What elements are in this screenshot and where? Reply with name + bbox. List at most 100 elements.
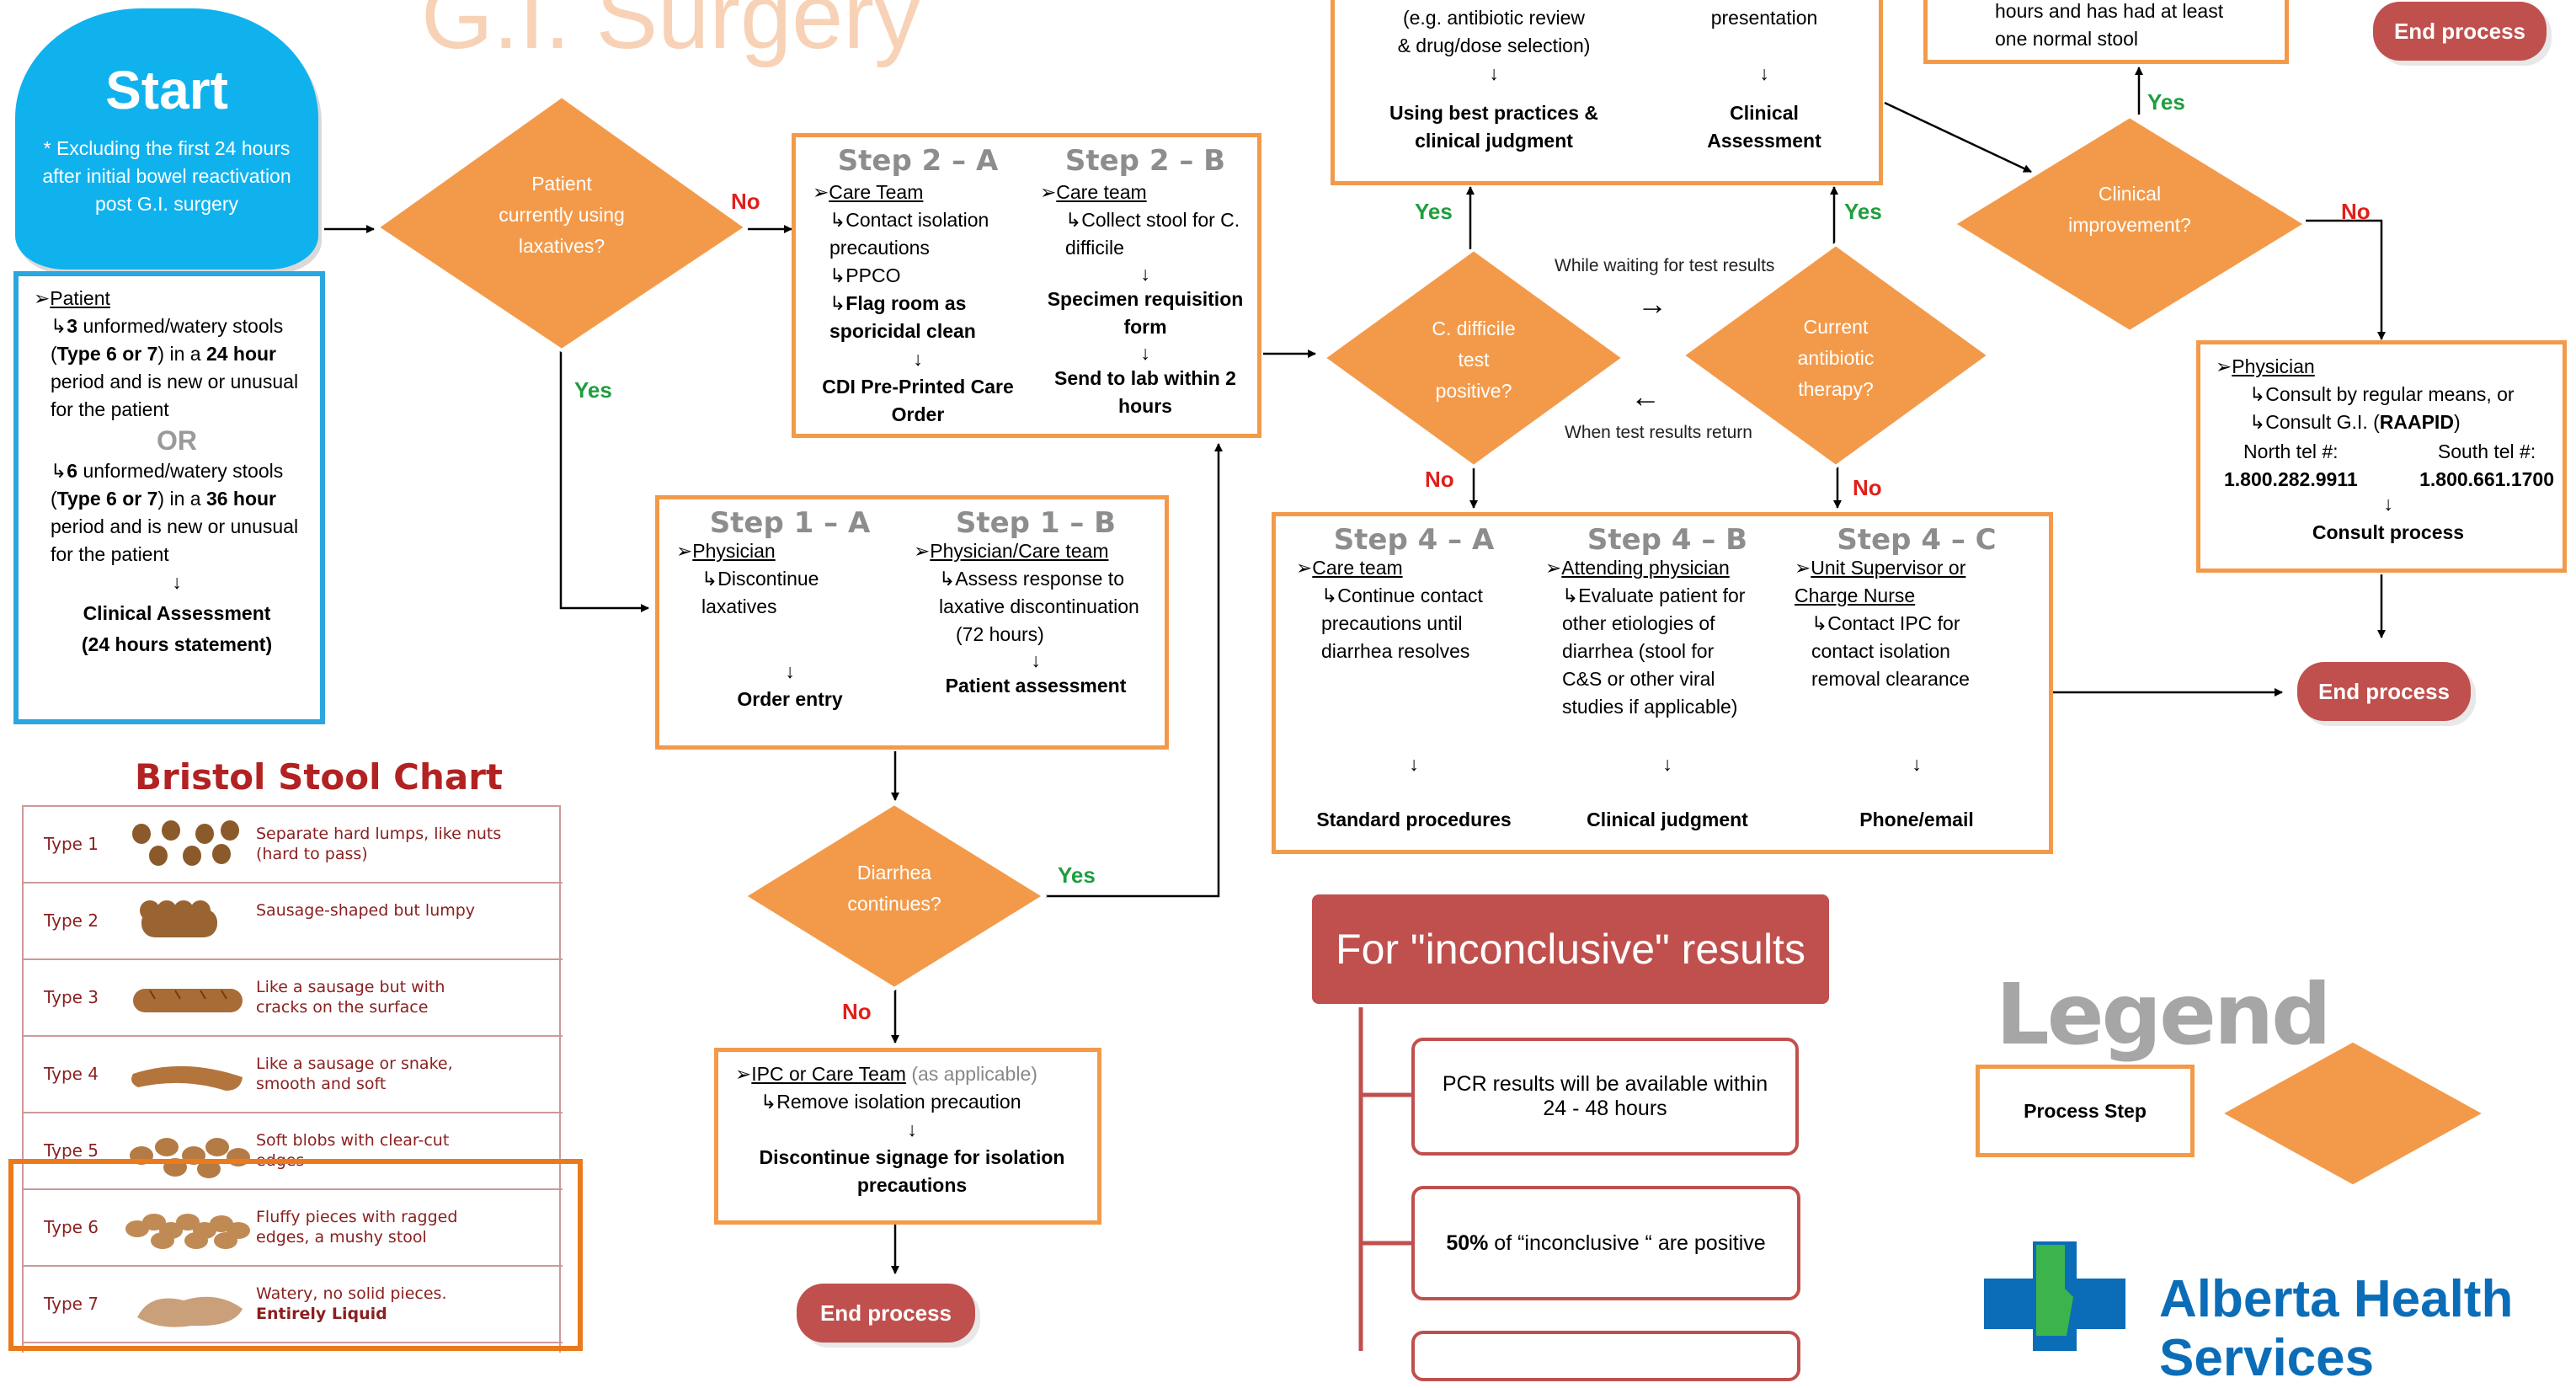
no-label: No — [1853, 475, 1882, 500]
start-node: Start * Excluding the first 24 hours aft… — [15, 8, 318, 270]
step2b-item: Collect stool for C. difficile — [1065, 209, 1240, 259]
bristol-desc-line: Sausage-shaped but lumpy — [256, 901, 476, 920]
bullet-arrow-icon: ➢ — [2216, 355, 2232, 377]
bristol-description: Watery, no solid pieces.Entirely Liquid — [256, 1284, 446, 1324]
patient-criteria-box: ➢Patient ↳3 unformed/watery stools (Type… — [13, 271, 325, 724]
bristol-desc-line: Like a sausage or snake, — [256, 1054, 453, 1073]
pcr-text: PCR results will be available within 24 … — [1442, 1072, 1768, 1120]
bristol-description: Like a sausage or snake, smooth and soft — [256, 1054, 453, 1094]
return-arrow-icon: ↳ — [1065, 209, 1082, 231]
ahs-line2: Services — [2159, 1329, 2375, 1387]
criteria-period: 36 hour — [205, 488, 277, 510]
step2a: Step 2 – A ➢Care Team ↳Contact isolation… — [813, 147, 1023, 429]
return-arrow-icon: ↳ — [829, 209, 846, 231]
inconclusive-positive-box: 50% of “inconclusive “ are positive — [1411, 1186, 1800, 1300]
bristol-description: Separate hard lumps, like nuts (hard to p… — [256, 824, 501, 864]
bullet-arrow-icon: ➢ — [914, 540, 931, 562]
south-tel-number[interactable]: 1.800.661.1700 — [2419, 468, 2554, 490]
bristol-desc-line: smooth and soft — [256, 1075, 387, 1093]
decision-diamond-antibiotic — [1679, 242, 1992, 469]
step2a-header: Care Team — [829, 181, 924, 203]
step4a-title: Step 4 – A — [1333, 523, 1495, 557]
positive-percent: 50% — [1446, 1231, 1489, 1255]
down-arrow-icon: ↓ — [1409, 753, 1419, 775]
end-process-button[interactable]: End process — [2297, 662, 2471, 721]
step4a: Step 4 – A ➢Care team ↳Continue contact … — [1296, 526, 1532, 665]
stool-count-2: 6 — [67, 460, 78, 482]
step3-footer: Assessment — [1707, 130, 1821, 152]
decision-diamond-laxatives — [374, 93, 749, 353]
bristol-type-label: Type 2 — [44, 910, 99, 931]
bristol-desc-line: Separate hard lumps, like nuts — [256, 825, 502, 843]
bullet-arrow-icon: ➢ — [735, 1063, 752, 1085]
bristol-highlight — [8, 1159, 583, 1351]
step2-box: Step 2 – A ➢Care Team ↳Contact isolation… — [792, 133, 1261, 438]
return-arrow-icon: ↳ — [2249, 411, 2266, 433]
north-tel-label: North tel #: — [2243, 440, 2339, 462]
positive-text: of “inconclusive “ are positive — [1488, 1231, 1766, 1255]
end-process-button[interactable]: End process — [2373, 2, 2547, 61]
step2a-title: Step 2 – A — [837, 144, 999, 178]
waiting-text: While waiting for test results — [1555, 256, 1775, 275]
return-arrow-icon: ↳ — [701, 568, 718, 590]
north-tel-number[interactable]: 1.800.282.9911 — [2224, 468, 2358, 490]
inconclusive-header: For "inconclusive" results — [1312, 894, 1829, 1004]
step1-box: Step 1 – A ➢Physician ↳Discontinue laxat… — [655, 495, 1169, 750]
raapid-label: RAAPID — [2379, 411, 2454, 433]
no-label: No — [1425, 467, 1454, 492]
inconclusive-box-3 — [1411, 1331, 1800, 1381]
ipc-header-note: (as applicable) — [911, 1063, 1037, 1085]
ipc-header: IPC or Care Team — [751, 1063, 906, 1085]
step4a-footer: Standard procedures — [1316, 809, 1512, 830]
inconclusive-pcr-box: PCR results will be available within 24 … — [1411, 1038, 1799, 1156]
step3-footer: clinical judgment — [1415, 130, 1573, 152]
step4c-title: Step 4 – C — [1837, 523, 1997, 557]
step4c-header: Unit Supervisor or Charge Nurse — [1795, 557, 1966, 606]
bristol-type-label: Type 4 — [44, 1064, 99, 1084]
return-arrow-icon: ↳ — [829, 292, 846, 314]
no-label: No — [2341, 199, 2371, 224]
bullet-arrow-icon: ➢ — [813, 181, 829, 203]
step1a: Step 1 – A ➢Physician ↳Discontinue laxat… — [676, 506, 904, 713]
bullet-arrow-icon: ➢ — [1545, 557, 1562, 579]
step1b-item: Assess response to laxative discontinuat… — [939, 568, 1139, 617]
return-arrow-icon: ↳ — [1321, 585, 1338, 606]
step4b-header: Attending physician — [1561, 557, 1730, 579]
patient-header: Patient — [50, 287, 110, 309]
criteria-text: hours and has had at least — [1995, 0, 2224, 22]
step4b-item: Evaluate patient for other etiologies of… — [1562, 585, 1746, 718]
step3-box: (e.g. antibiotic review & drug/dose sele… — [1331, 0, 1883, 185]
start-note: * Excluding the first 24 hours after ini… — [42, 137, 291, 215]
down-arrow-icon: ↓ — [1140, 263, 1150, 285]
step3-text: & drug/dose selection) — [1397, 35, 1591, 56]
step2a-footer: CDI Pre-Printed Care Order — [822, 376, 1014, 425]
step2a-item: PPCO — [845, 264, 901, 286]
step2a-item: Flag room as sporicidal clean — [829, 292, 976, 342]
bristol-row: Type 2 Sausage-shaped but lumpy — [24, 884, 563, 960]
return-arrow-icon: ↳ — [1562, 585, 1579, 606]
down-arrow-icon: ↓ — [1912, 753, 1922, 775]
step3-text: (e.g. antibiotic review — [1402, 7, 1586, 29]
end-process-button[interactable]: End process — [797, 1284, 975, 1343]
down-arrow-icon: ↓ — [785, 660, 795, 682]
criteria-text: unformed/watery stools ( — [51, 460, 284, 510]
physician-item: ) — [2453, 411, 2461, 433]
bristol-desc-line: edges, a mushy stool — [256, 1228, 427, 1247]
criteria-text: ) in a — [157, 343, 206, 365]
step1a-title: Step 1 – A — [709, 506, 871, 540]
return-arrow-icon: ↳ — [939, 568, 956, 590]
step1b-hours: (72 hours) — [956, 623, 1044, 645]
ahs-line1: Alberta Health — [2159, 1270, 2514, 1328]
step1b-footer: Patient assessment — [945, 675, 1127, 697]
bristol-desc-line: (hard to pass) — [256, 845, 368, 863]
bullet-arrow-icon: ➢ — [1040, 181, 1057, 203]
step1b-title: Step 1 – B — [955, 506, 1117, 540]
step2b-header: Care team — [1056, 181, 1147, 203]
ipc-footer: Discontinue signage for isolation precau… — [759, 1146, 1065, 1196]
yes-label: Yes — [1415, 199, 1453, 224]
bristol-type-label: Type 6 — [44, 1217, 99, 1237]
